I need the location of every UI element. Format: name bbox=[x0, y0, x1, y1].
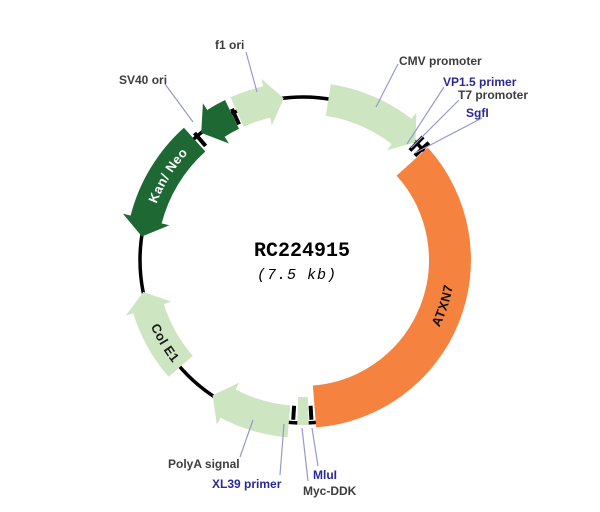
f1-ori-arrow bbox=[230, 78, 284, 127]
cmv-promoter-leader bbox=[375, 63, 399, 108]
xl39-primer-leader bbox=[279, 423, 285, 476]
sgfi-label: SgfI bbox=[466, 106, 489, 120]
vp15-primer-leader bbox=[406, 86, 445, 145]
plasmid-name: RC224915 bbox=[254, 240, 350, 263]
f1-sv40-junction-tick bbox=[230, 108, 241, 126]
polya-signal-arrow bbox=[212, 382, 291, 438]
xl39-primer-label: XL39 primer bbox=[212, 477, 282, 491]
sgfi-leader bbox=[414, 117, 483, 154]
myc-ddk-junction-tick bbox=[291, 405, 297, 420]
vp15-primer-label: VP1.5 primer bbox=[443, 75, 517, 89]
myc-ddk-label: Myc-DDK bbox=[303, 484, 357, 498]
mlui-leader bbox=[311, 427, 319, 467]
cmv-promoter-label: CMV promoter bbox=[399, 54, 482, 68]
kan-neo-arrow bbox=[122, 127, 206, 237]
polya-signal-leader bbox=[239, 419, 254, 458]
f1-ori-leader bbox=[245, 51, 258, 93]
cmv-promoter-arrow bbox=[325, 84, 417, 151]
sv40-ori-label: SV40 ori bbox=[119, 73, 167, 87]
mlui-site-tick bbox=[308, 405, 314, 420]
mlui-label: MluI bbox=[313, 468, 337, 482]
f1-ori-label: f1 ori bbox=[215, 38, 244, 52]
myc-ddk-leader bbox=[301, 427, 309, 482]
atxn7-orf-arc bbox=[312, 147, 471, 428]
sv40-ori-arrow bbox=[201, 100, 240, 144]
plasmid-size: (7.5 kb) bbox=[257, 267, 337, 284]
sv40-kan-junction-tick bbox=[192, 131, 208, 148]
polya-signal-label: PolyA signal bbox=[168, 457, 240, 471]
sv40-ori-leader bbox=[164, 83, 194, 123]
col-e1-arrow bbox=[125, 291, 194, 377]
t7-promoter-leader bbox=[410, 99, 460, 149]
sgfi-site-tick bbox=[408, 135, 425, 152]
t7-promoter-label: T7 promoter bbox=[458, 88, 528, 102]
